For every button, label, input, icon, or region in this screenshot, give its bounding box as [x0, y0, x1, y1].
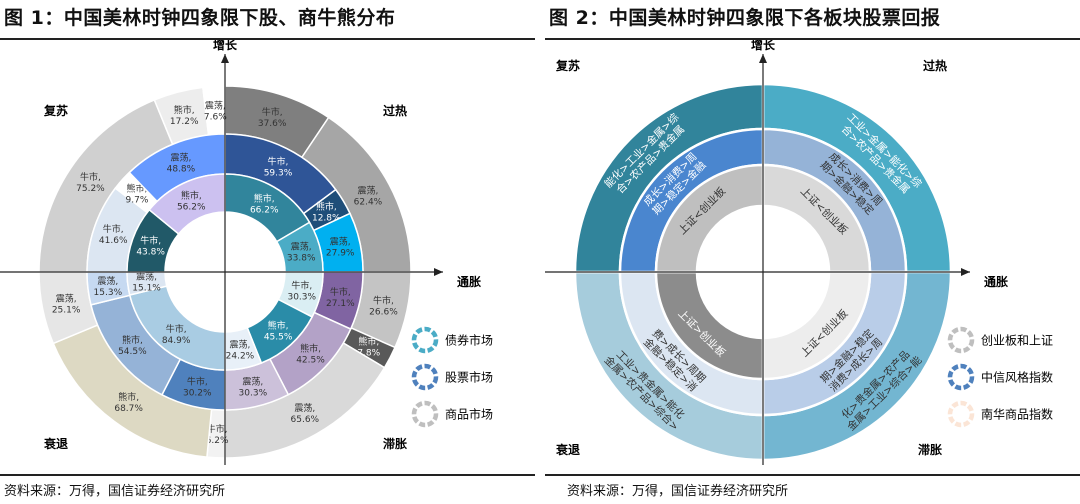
- y-axis-arrow-icon: [759, 54, 767, 63]
- y-axis-arrow-icon: [221, 54, 229, 63]
- legend-label: 债券市场: [445, 333, 493, 348]
- segment-label: 震荡,30.3%: [239, 376, 268, 399]
- segment-label: 震荡,48.8%: [167, 152, 196, 175]
- quadrant-label-bottom_left: 衰退: [555, 442, 580, 457]
- segment-label: 熊市,56.2%: [177, 190, 206, 213]
- segment-label: 牛市,43.8%: [136, 234, 165, 257]
- figure-2-donut-chart: 工业>金属>能化>综合>农产品>贵金属金属>工业>综合>能化>贵金属>农产品金属…: [545, 40, 1053, 465]
- segment-label: 震荡,15.3%: [94, 275, 123, 298]
- figure-1-donut-chart: 牛市,37.6% 震荡,62.4% 牛市,26.6% 熊市,7.8% 震荡,65.6% 牛…: [0, 40, 493, 465]
- segment-label: 熊市,12.8%: [312, 200, 341, 223]
- segment-label: 熊市,66.2%: [250, 192, 279, 215]
- segment-label: 熊市,42.5%: [296, 342, 325, 365]
- legend-swatch-icon: [411, 326, 439, 354]
- segment-label: 牛市,84.9%: [162, 323, 191, 346]
- segment-label: 震荡,33.8%: [287, 240, 316, 263]
- segment-label: 牛市,26.6%: [369, 295, 398, 318]
- segment-label: 震荡,62.4%: [354, 185, 383, 208]
- figure-1-top-rule: [0, 38, 535, 40]
- x-axis-arrow-icon: [961, 268, 970, 276]
- segment-label: 熊市,45.5%: [264, 319, 293, 342]
- segment-label: 牛市,41.6%: [99, 223, 128, 246]
- segment-label: 震荡,24.2%: [226, 339, 255, 362]
- figure-2-top-rule: [545, 38, 1080, 40]
- segment-label: 牛市,75.2%: [76, 171, 105, 194]
- legend-label: 股票市场: [445, 370, 493, 385]
- quadrant-label-top_right: 过热: [383, 103, 407, 118]
- quadrant-label-bottom_right: 滞胀: [918, 442, 942, 457]
- segment-label: 熊市,54.5%: [118, 334, 147, 357]
- figure-2-source: 资料来源：万得，国信证券经济研究所: [567, 484, 789, 499]
- segment-label: 牛市,27.1%: [326, 286, 355, 309]
- figure-2-title: 图 2：中国美林时钟四象限下各板块股票回报: [549, 7, 941, 29]
- legend-swatch-icon: [411, 400, 439, 428]
- segment-label: 震荡,65.6%: [291, 402, 320, 425]
- x-axis-label: 通胀: [457, 274, 481, 289]
- segment-label: 震荡,27.9%: [326, 235, 355, 258]
- legend-swatch-icon: [947, 363, 975, 391]
- figure-2-panel: 图 2：中国美林时钟四象限下各板块股票回报 工业>金属>能化>综合>农产品>贵金…: [545, 0, 1080, 504]
- figure-2-bottom-rule: [545, 474, 1080, 476]
- figure-1-panel: 图 1：中国美林时钟四象限下股、商牛熊分布 牛市,37.6%震荡,62.4%牛市…: [0, 0, 535, 504]
- legend-swatch-icon: [411, 363, 439, 391]
- x-axis-arrow-icon: [434, 268, 443, 276]
- legend-label: 创业板和上证: [981, 334, 1053, 348]
- legend-swatch-icon: [947, 400, 975, 428]
- quadrant-label-bottom_left: 衰退: [43, 436, 68, 451]
- quadrant-label-bottom_right: 滞胀: [383, 436, 407, 451]
- quadrant-label-top_left: 复苏: [555, 58, 580, 73]
- legend-label: 中信风格指数: [981, 370, 1053, 385]
- quadrant-label-top_left: 复苏: [43, 103, 68, 118]
- y-axis-label: 增长: [213, 40, 238, 52]
- segment-label: 熊市,17.2%: [170, 104, 199, 127]
- segment-label: 牛市,30.3%: [287, 280, 316, 303]
- segment-label: 熊市,68.7%: [114, 391, 143, 414]
- legend-label: 商品市场: [445, 407, 493, 422]
- segment-label: 牛市,37.6%: [258, 106, 287, 129]
- segment-label: 牛市,59.3%: [264, 156, 293, 179]
- legend-label: 南华商品指数: [981, 407, 1053, 422]
- x-axis-label: 通胀: [984, 274, 1008, 289]
- figure-1-title: 图 1：中国美林时钟四象限下股、商牛熊分布: [4, 7, 396, 29]
- segment-label: 震荡,15.1%: [132, 270, 161, 293]
- segment-label: 震荡,7.6%: [204, 99, 227, 122]
- figure-1-bottom-rule: [0, 474, 535, 476]
- legend-swatch-icon: [947, 326, 975, 354]
- quadrant-label-top_right: 过热: [923, 58, 947, 73]
- segment-label: 熊市,7.8%: [357, 336, 380, 359]
- segment-label: 牛市,30.2%: [183, 376, 212, 399]
- segment-label: 震荡,25.1%: [52, 293, 81, 316]
- y-axis-label: 增长: [751, 40, 776, 52]
- figure-1-source: 资料来源：万得，国信证券经济研究所: [4, 484, 226, 499]
- segment-label: 牛市,6.2%: [206, 423, 229, 446]
